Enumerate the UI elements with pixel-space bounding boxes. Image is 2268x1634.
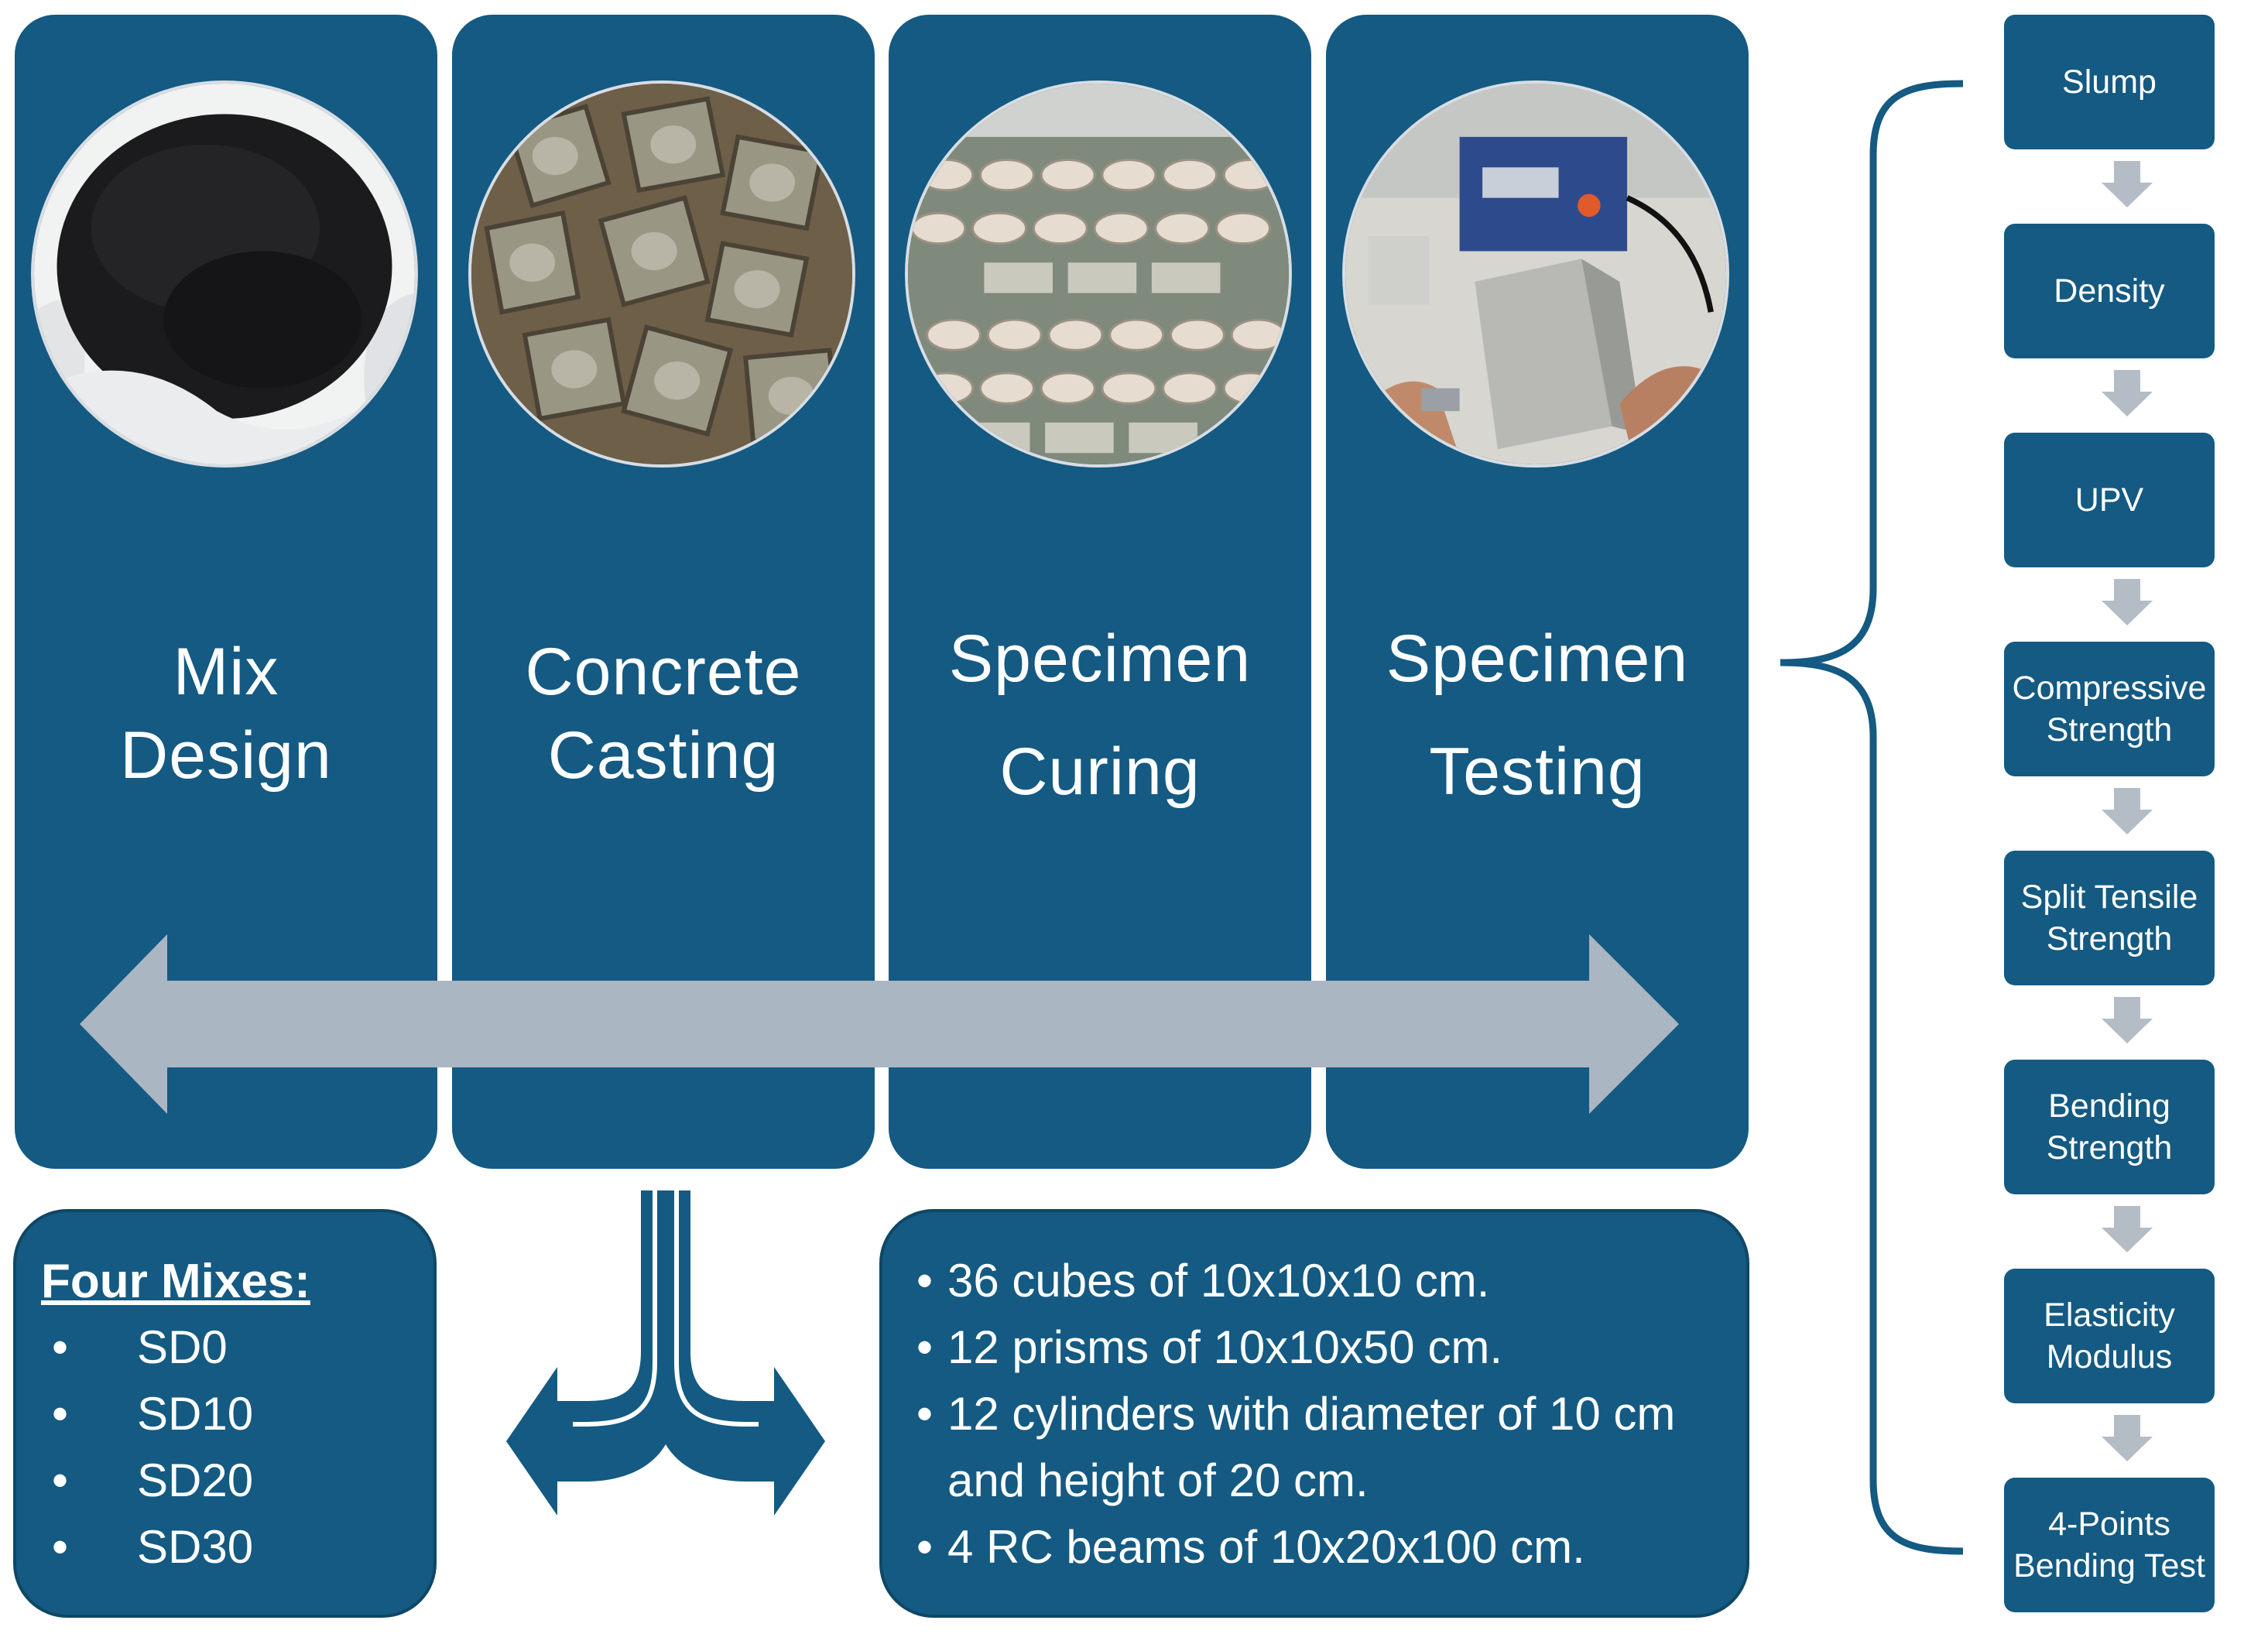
specimen-item: 4 RC beams of 10x20x100 cm. <box>913 1514 1749 1581</box>
mix-item: SD20 <box>41 1447 253 1514</box>
concrete-casting-photo <box>468 81 855 468</box>
down-arrow <box>2102 788 2153 834</box>
down-arrow <box>2102 1206 2153 1252</box>
mix-item: SD0 <box>41 1314 253 1381</box>
mix-item: SD30 <box>41 1514 253 1581</box>
mixes-title: Four Mixes: <box>41 1255 310 1308</box>
test-upv: UPV <box>2004 433 2215 567</box>
down-arrow <box>2102 997 2153 1043</box>
down-arrow <box>2102 579 2153 625</box>
process-double-arrow <box>80 934 1679 1114</box>
mixes-list: SD0 SD10 SD20 SD30 <box>41 1314 253 1581</box>
down-arrow <box>2102 370 2153 416</box>
specimens-box: 36 cubes of 10x10x10 cm. 12 prisms of 10… <box>879 1209 1749 1618</box>
split-arrow <box>506 1190 825 1516</box>
specimen-item: 12 cylinders with diameter of 10 cm and … <box>913 1381 1706 1514</box>
specimen-item: 36 cubes of 10x10x10 cm. <box>913 1248 1749 1314</box>
specimen-item: 12 prisms of 10x10x50 cm. <box>913 1314 1749 1381</box>
down-arrow <box>2102 1415 2153 1461</box>
specimens-list: 36 cubes of 10x10x10 cm. 12 prisms of 10… <box>913 1248 1749 1581</box>
specimen-curing-photo <box>905 81 1292 468</box>
mix-item: SD10 <box>41 1381 253 1447</box>
mixes-box: Four Mixes: SD0 SD10 SD20 SD30 <box>13 1209 437 1618</box>
tests-brace <box>1780 80 1964 1555</box>
mix-design-photo <box>31 81 418 468</box>
test-flow-arrows <box>2102 161 2153 1461</box>
down-arrow <box>2102 161 2153 207</box>
test-slump: Slump <box>2004 15 2215 149</box>
test-density: Density <box>2004 224 2215 358</box>
